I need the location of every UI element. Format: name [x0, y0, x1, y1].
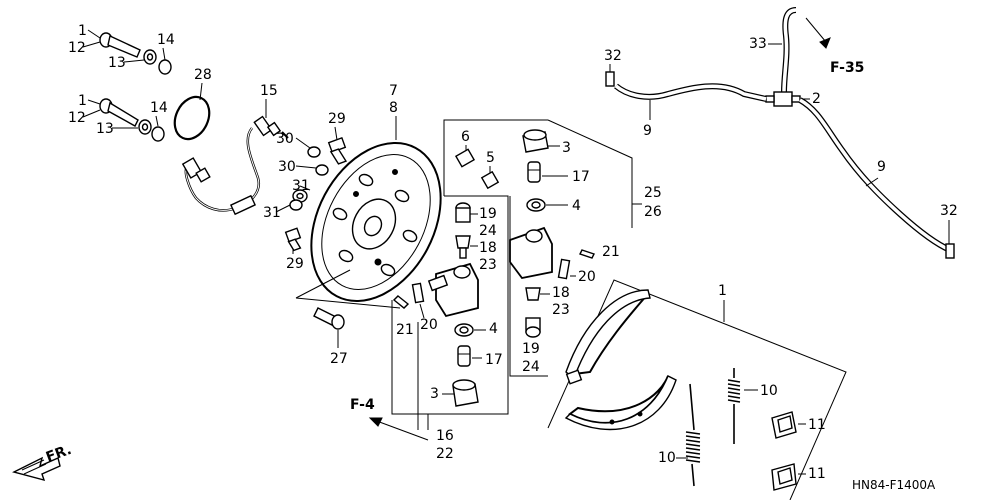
bolt-shaft — [107, 34, 141, 58]
brake-panel: 7 8 — [310, 83, 442, 303]
callout-26: 26 — [644, 204, 662, 220]
callout-1c: 1 — [718, 283, 727, 299]
callout-3: 3 — [430, 386, 439, 402]
callout-18b: 18 — [552, 285, 570, 301]
nut — [158, 59, 172, 75]
callout-9: 9 — [643, 123, 652, 139]
callout-17b: 17 — [572, 169, 590, 185]
callout-9b: 9 — [877, 159, 886, 175]
callout-17: 17 — [485, 352, 503, 368]
callout-13b: 13 — [96, 121, 114, 137]
callout-7: 7 — [389, 83, 398, 99]
callout-25: 25 — [644, 185, 662, 201]
brake-shoe-set: 1 10 10 11 11 — [547, 279, 847, 500]
callout-27: 27 — [330, 351, 348, 367]
callout-24b: 24 — [522, 359, 540, 375]
callout-23: 23 — [479, 257, 497, 273]
ref-f4-label: F-4 — [350, 397, 375, 413]
callout-20: 20 — [420, 317, 438, 333]
callout-30b: 30 — [278, 159, 296, 175]
callout-12: 12 — [68, 40, 86, 56]
callout-19b: 19 — [522, 341, 540, 357]
wheel-cylinder-right: 6 5 3 17 4 21 20 18 23 — [454, 119, 662, 377]
callout-29: 29 — [328, 111, 346, 127]
callout-13: 13 — [108, 55, 126, 71]
switch-wire-15: 15 — [181, 83, 289, 216]
callout-4b: 4 — [572, 198, 581, 214]
bolt-assembly-upper: 1 12 13 14 — [68, 23, 175, 75]
callout-24: 24 — [479, 223, 497, 239]
brake-hoses: 33 F-35 2 9 32 9 32 — [604, 7, 958, 259]
front-arrow: FR. — [12, 442, 74, 482]
callout-11: 11 — [808, 417, 826, 433]
callout-31b: 31 — [263, 205, 281, 221]
callout-12b: 12 — [68, 110, 86, 126]
callout-14b: 14 — [150, 100, 168, 116]
ref-f35-label: F-35 — [830, 60, 864, 76]
callout-22: 22 — [436, 446, 454, 462]
callout-16: 16 — [436, 428, 454, 444]
callout-21b: 21 — [602, 244, 620, 260]
callout-1b: 1 — [78, 93, 87, 109]
callout-23b: 23 — [552, 302, 570, 318]
bolt-assembly-lower: 1 12 13 14 — [68, 93, 168, 142]
callout-28: 28 — [194, 67, 212, 83]
callout-20b: 20 — [578, 269, 596, 285]
diagram-code: HN84-F1400A — [852, 478, 936, 492]
callout-33: 33 — [749, 36, 767, 52]
callout-21: 21 — [396, 322, 414, 338]
callout-32: 32 — [604, 48, 622, 64]
front-label: FR. — [44, 442, 74, 466]
callout-10: 10 — [760, 383, 778, 399]
wheel-cylinder-left: 19 24 18 23 20 21 4 17 3 16 — [391, 119, 548, 462]
callout-19: 19 — [479, 206, 497, 222]
fasteners-left: 29 30 30 31 31 29 — [263, 111, 348, 272]
callout-5: 5 — [486, 150, 495, 166]
callout-30: 30 — [276, 131, 294, 147]
ref-f4: F-4 — [350, 397, 429, 441]
bolt-27: 27 — [295, 269, 401, 367]
o-ring-28: 28 — [173, 67, 212, 141]
callout-10b: 10 — [658, 450, 676, 466]
callout-14: 14 — [157, 32, 175, 48]
callout-32b: 32 — [940, 203, 958, 219]
callout-6: 6 — [461, 129, 470, 145]
callout-18: 18 — [479, 240, 497, 256]
callout-3b: 3 — [562, 140, 571, 156]
callout-4: 4 — [489, 321, 498, 337]
callout-2: 2 — [812, 91, 821, 107]
callout-1: 1 — [78, 23, 87, 39]
callout-29b: 29 — [286, 256, 304, 272]
callout-11b: 11 — [808, 466, 826, 482]
callout-15: 15 — [260, 83, 278, 99]
callout-8: 8 — [389, 100, 398, 116]
